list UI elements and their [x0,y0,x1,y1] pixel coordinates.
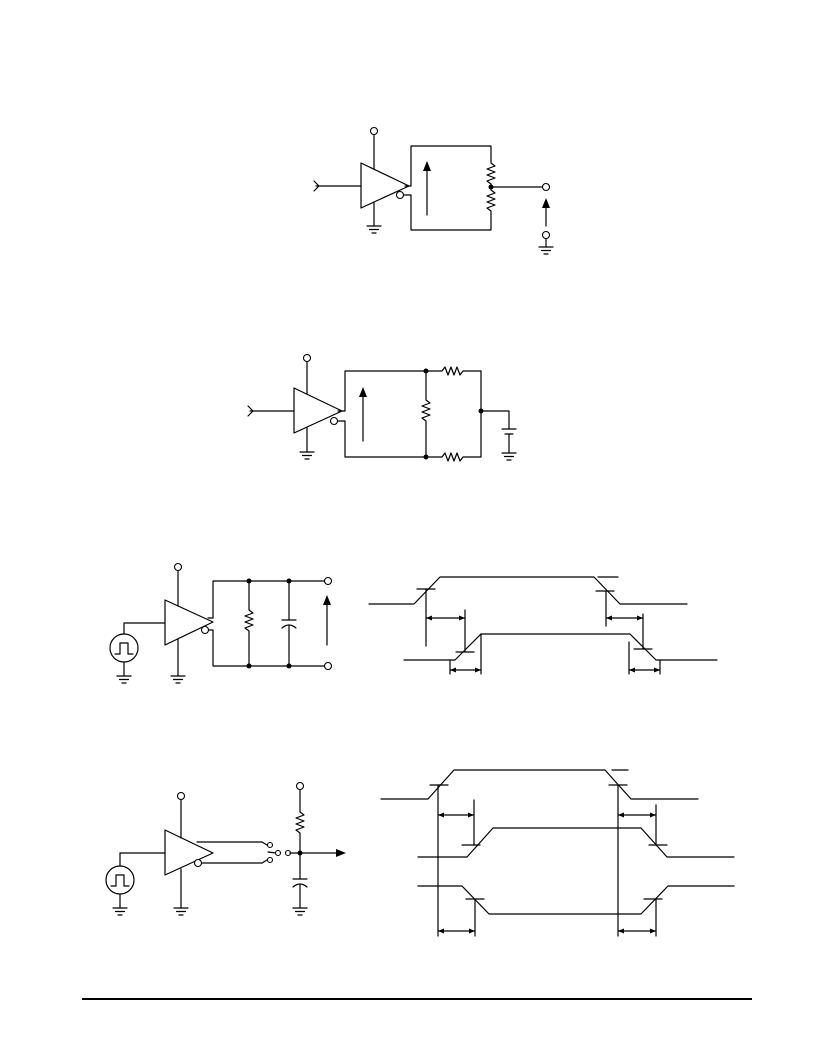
ground-icon [112,907,128,916]
ground-icon [538,246,554,255]
delay-dimension [425,615,466,621]
driver-triangle [164,829,214,876]
disable-delay-dimension [617,812,657,818]
vod-arrowhead [359,387,367,397]
voc-arrowhead [542,198,550,208]
driver-triangle [293,387,343,434]
resistor-icon [425,452,482,462]
resistor-icon [244,580,254,667]
vcc-terminal [173,562,183,572]
disable-delay-dimension [617,928,657,934]
input-arrow [313,180,320,192]
generator-wire [123,622,166,635]
output-b-wire [403,194,492,231]
output-b-wire [337,420,427,458]
output-low-waveform [417,885,735,915]
ground-icon [170,675,186,684]
capacitor-icon [281,580,297,667]
ground-icon [501,452,517,461]
footer-rule [82,998,752,1000]
output-a-wire [404,145,492,187]
pulse-glyph [110,874,130,887]
output-a-wire [337,370,427,412]
figure-3-rise-fall-test-circuit [109,562,333,684]
input-arrow [247,405,254,417]
delay-dimension [605,615,644,621]
vcc-terminal [295,781,305,791]
resistor-icon [421,370,431,458]
figure-2-common-mode-test [247,353,517,462]
dc-source-icon [501,428,517,435]
switch-icon [266,841,282,864]
pulse-generator-icon [105,865,135,895]
capacitor-icon [292,852,308,909]
gnd-terminal [541,230,551,240]
figure-4-enable-timing-waveforms [380,769,735,937]
output-arrowhead [336,849,346,857]
fall-time-dimension [628,667,661,673]
output-a-wire [207,580,325,619]
driver-triangle [360,162,410,209]
output-high-waveform [417,827,735,858]
output-terminal-b [323,661,333,671]
source-wire [480,410,510,430]
ground-icon [173,907,189,916]
input-waveform [368,576,688,605]
ground-icon [366,225,382,234]
vod-arrowhead [423,161,431,171]
ground-icon [292,907,308,916]
resistor-icon [295,789,305,854]
resistor-icon [486,159,496,188]
voc-terminal [541,182,551,192]
vcc-terminal [302,353,312,363]
ground-icon [116,675,132,684]
pulse-generator-icon [109,633,139,663]
generator-wire [119,852,166,867]
inverting-output-bubble [193,858,203,868]
enable-delay-dimension [437,928,476,934]
resistor-icon [486,186,496,215]
vcc-terminal [176,791,186,801]
rise-time-dimension [449,667,482,673]
resistor-icon [425,366,482,376]
enable-delay-dimension [437,812,475,818]
output-b-wire [208,629,325,667]
inverting-output-bubble [200,625,210,635]
pulse-glyph [114,642,134,655]
switch-lead [261,859,268,864]
vcc-terminal [369,126,379,136]
switch-lead [261,841,268,846]
ground-icon [299,451,315,460]
inverting-output-bubble [329,416,339,426]
figure-4-enable-test-circuit [105,781,346,916]
output-waveform [403,633,718,661]
inverting-output-bubble [395,190,405,200]
driver-triangle [164,599,214,646]
figure-3-timing-waveforms [368,576,718,675]
output-terminal-a [323,576,333,586]
figure-1-driver-voltage-test [313,126,554,255]
vod-arrowhead [323,595,331,605]
enable-input-waveform [380,769,699,800]
